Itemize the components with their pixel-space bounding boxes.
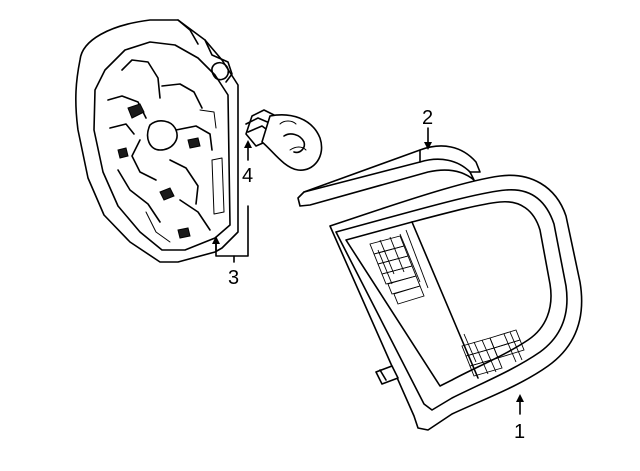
bulb bbox=[245, 109, 323, 171]
lens-grid-upper bbox=[369, 229, 429, 305]
socket-housing bbox=[75, 19, 239, 263]
callout-4: 4 bbox=[242, 165, 253, 187]
lens-grid-lower bbox=[461, 329, 525, 377]
gasket bbox=[297, 145, 481, 207]
callout-2: 2 bbox=[422, 107, 433, 129]
callout-1: 1 bbox=[514, 421, 525, 443]
lens bbox=[329, 174, 583, 431]
callout-3: 3 bbox=[228, 267, 239, 289]
leader-lines bbox=[212, 127, 524, 415]
